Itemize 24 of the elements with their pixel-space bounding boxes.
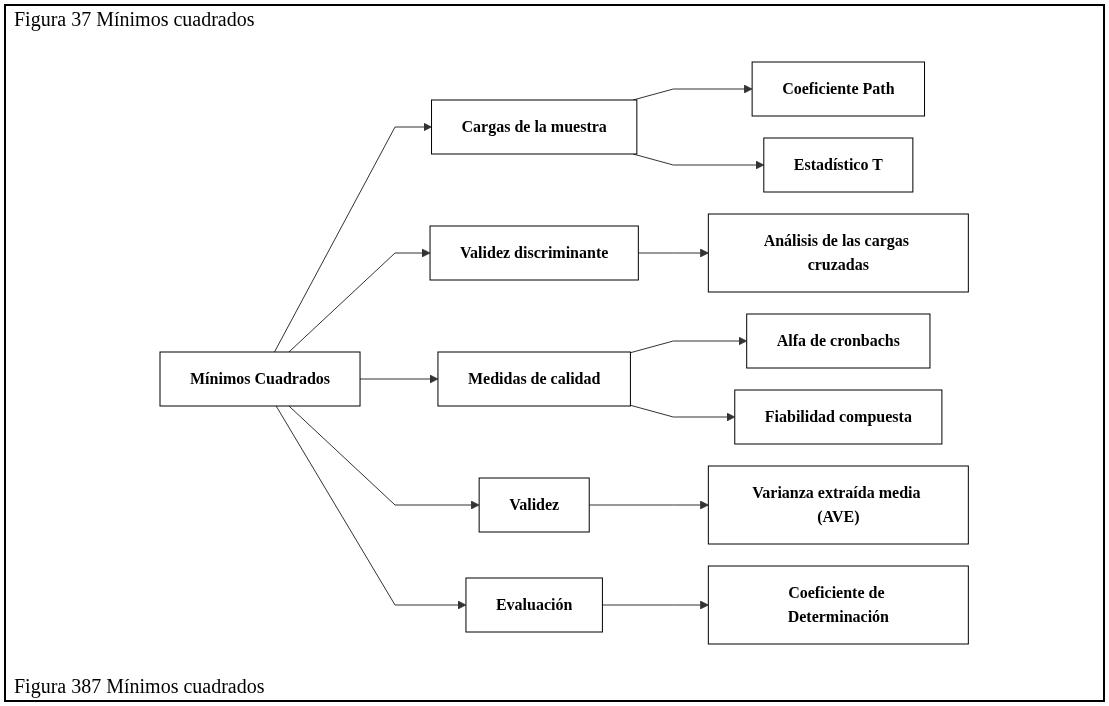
node-box: Coeficiente Path bbox=[751, 61, 926, 117]
arrow bbox=[274, 122, 433, 353]
arrow bbox=[630, 336, 748, 354]
node-box: Mínimos Cuadrados bbox=[159, 351, 361, 407]
arrow bbox=[288, 248, 431, 353]
node-box: Coeficiente de Determinación bbox=[708, 565, 970, 645]
node-box: Alfa de cronbachs bbox=[746, 313, 931, 369]
arrow bbox=[630, 404, 736, 422]
arrow bbox=[275, 405, 467, 610]
node-box: Análisis de las cargas cruzadas bbox=[708, 213, 970, 293]
arrow bbox=[359, 374, 439, 384]
node-box: Varianza extraída media (AVE) bbox=[708, 465, 970, 545]
figure-caption: Figura 387 Mínimos cuadrados bbox=[14, 675, 265, 698]
node-box: Cargas de la muestra bbox=[431, 99, 638, 155]
node-box: Evaluación bbox=[465, 577, 604, 633]
figure-title: Figura 37 Mínimos cuadrados bbox=[14, 8, 255, 31]
node-box: Validez bbox=[478, 477, 591, 533]
node-box: Estadístico T bbox=[763, 137, 914, 193]
node-box: Fiabilidad compuesta bbox=[734, 389, 943, 445]
arrow bbox=[288, 405, 480, 510]
arrow bbox=[589, 500, 710, 510]
node-box: Validez discriminante bbox=[429, 225, 640, 281]
arrow bbox=[638, 248, 710, 258]
node-box: Medidas de calidad bbox=[437, 351, 632, 407]
